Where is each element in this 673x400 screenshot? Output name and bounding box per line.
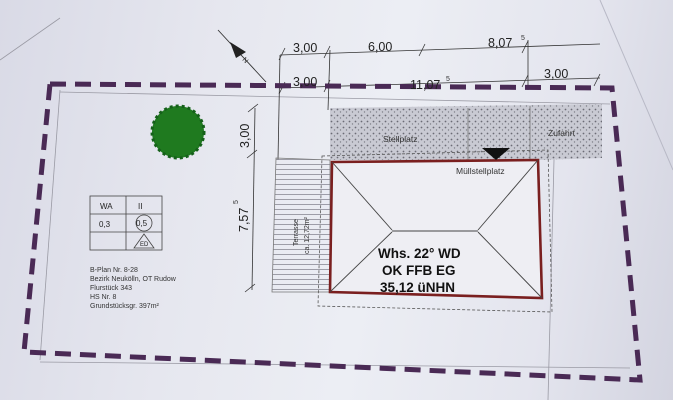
construction-line bbox=[59, 91, 611, 105]
dim-second-2: 11,07 bbox=[410, 78, 440, 92]
terrace-size-label: ca. 12,72m² bbox=[304, 216, 311, 254]
building-envelope bbox=[317, 149, 553, 313]
dim-top-1: 3,00 bbox=[293, 41, 317, 55]
waste-area-label: Müllstellplatz bbox=[456, 166, 505, 176]
zoning-ed: ED bbox=[140, 242, 149, 248]
house-line-1: Whs. 22° WD bbox=[378, 246, 461, 261]
plan-info-line-2: Bezirk Neukölln, OT Rudow bbox=[90, 276, 177, 283]
construction-line bbox=[547, 119, 556, 400]
dim-left-lower-sup: 5 bbox=[233, 200, 240, 204]
dim-second-3: 3,00 bbox=[544, 67, 568, 81]
dim-second-2-sup: 5 bbox=[446, 76, 450, 83]
dim-left-upper: 3,00 bbox=[238, 124, 252, 148]
tree-icon bbox=[150, 104, 206, 160]
svg-text:N: N bbox=[241, 56, 250, 65]
zoning-wa: WA bbox=[100, 202, 113, 211]
zoning-ii: II bbox=[138, 202, 142, 211]
parking-label: Stellplatz bbox=[383, 134, 418, 144]
dim-top-2: 6,00 bbox=[368, 40, 392, 54]
zoning-grz: 0,3 bbox=[99, 220, 111, 229]
dim-top-3-sup: 5 bbox=[521, 35, 525, 42]
plan-info-line-1: B-Plan Nr. 8-28 bbox=[90, 267, 138, 274]
paved-area bbox=[330, 104, 602, 160]
entrance-marker-icon bbox=[482, 148, 510, 160]
house-line-3: 35,12 üNHN bbox=[380, 280, 455, 295]
house-footprint bbox=[328, 158, 544, 300]
construction-line bbox=[39, 89, 61, 361]
property-boundary bbox=[21, 81, 643, 383]
terrace-label: Terrasse bbox=[293, 219, 300, 246]
dim-top-3: 8,07 bbox=[488, 36, 512, 50]
north-arrow-icon: N bbox=[217, 29, 267, 83]
construction-line bbox=[0, 17, 61, 61]
plan-info-line-4: HS Nr. 8 bbox=[90, 294, 117, 301]
dim-second-1: 3,00 bbox=[293, 75, 317, 89]
zoning-gfz: 0,5 bbox=[136, 219, 148, 228]
plan-info-line-3: Flurstück 343 bbox=[90, 285, 132, 292]
house-line-2: OK FFB EG bbox=[382, 263, 456, 278]
dim-left-lower: 7,57 bbox=[237, 208, 251, 232]
plan-info-line-5: Grundstücksgr. 397m² bbox=[90, 303, 160, 310]
driveway-label: Zufahrt bbox=[548, 128, 576, 138]
zoning-table bbox=[89, 195, 163, 251]
